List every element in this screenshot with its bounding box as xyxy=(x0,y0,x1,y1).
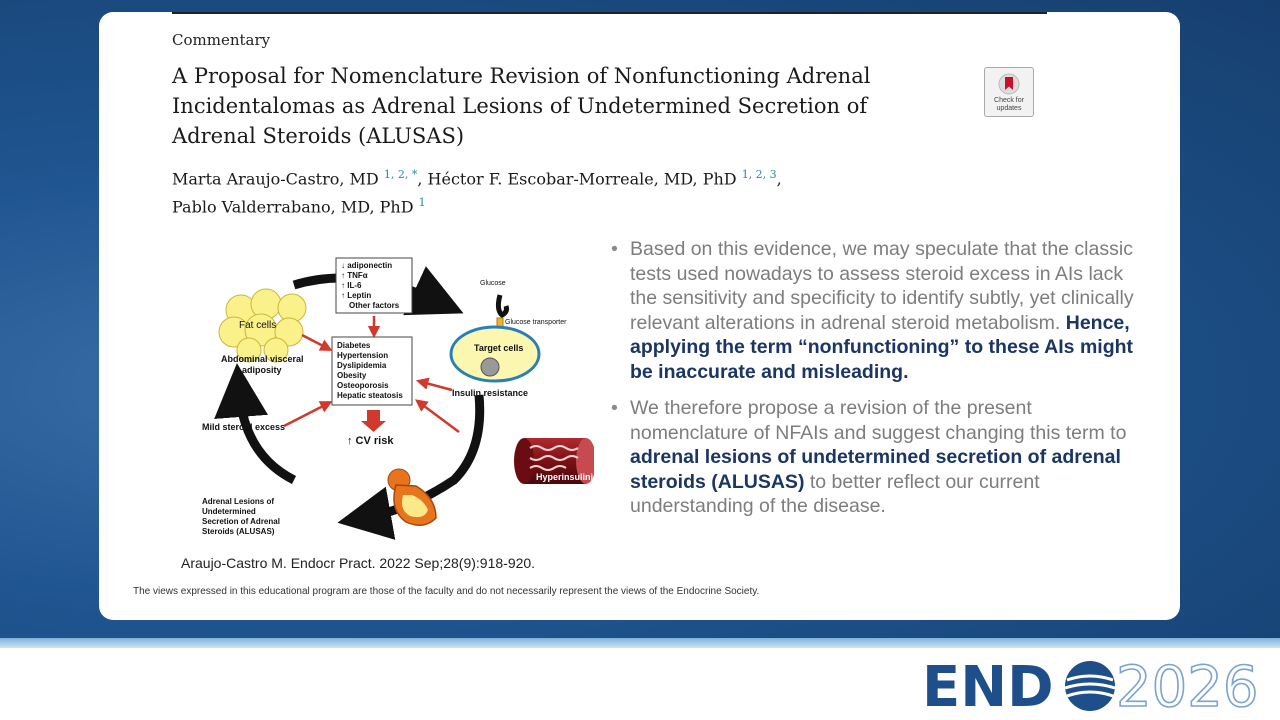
red-arrows xyxy=(283,316,460,434)
cell-nucleus xyxy=(480,357,500,377)
bullet-emphasis: Hence, applying the term “nonfunctioning… xyxy=(630,311,1134,383)
condition-item: Obesity xyxy=(337,371,367,380)
bullet-emphasis: adrenal lesions of undetermined secretio… xyxy=(630,446,1121,493)
factor-item: ↓ adiponectin xyxy=(341,261,392,270)
pathophysiology-diagram: ↓ adiponectin ↑ TNFα ↑ IL-6 ↑ Leptin Oth… xyxy=(202,257,594,540)
author-affiliation: 1 xyxy=(418,196,426,210)
citation: Araujo-Castro M. Endocr Pract. 2022 Sep;… xyxy=(181,555,536,571)
target-cell xyxy=(449,325,541,383)
article-type: Commentary xyxy=(172,31,271,49)
fat-cells-illustration xyxy=(218,288,307,363)
author-name: Marta Araujo-Castro, MD xyxy=(172,169,379,189)
svg-text:Adrenal Lesions of Undet: Adrenal Lesions of Undetermined Secretio… xyxy=(202,497,282,536)
author-separator: , xyxy=(776,169,782,189)
author-affiliation: 1, 2, 3 xyxy=(741,168,777,181)
condition-item: Osteoporosis xyxy=(337,381,389,390)
author-name: Pablo Valderrabano, MD, PhD xyxy=(172,197,414,217)
glucose-arrow xyxy=(495,294,509,318)
svg-text:Diabetes Hypertension: Diabetes Hypertension Dyslipidemia Obesi… xyxy=(337,341,403,400)
endo-2026-logo: END 2026 xyxy=(922,656,1259,714)
svg-text:↓ adiponectin ↑ TNFα: ↓ adiponectin ↑ TNFα ↑ IL-6 ↑ Leptin Oth… xyxy=(341,261,400,310)
bullet-text: to better reflect our current understand… xyxy=(630,470,1040,518)
factor-item: ↑ IL-6 xyxy=(341,281,362,290)
author-name: Héctor F. Escobar-Morreale, MD, PhD xyxy=(427,169,737,189)
bullet-list: • Based on this evidence, we may specula… xyxy=(611,237,1151,531)
bookmark-icon xyxy=(998,73,1020,95)
article-title: A Proposal for Nomenclature Revision of … xyxy=(172,64,871,148)
visceral-label: adiposity xyxy=(242,365,282,375)
background-stripe xyxy=(0,638,1280,648)
condition-item: Hepatic steatosis xyxy=(337,391,403,400)
bullet-text: We therefore propose a revision of the p… xyxy=(630,397,1127,444)
check-for-updates-badge[interactable]: Check for updates xyxy=(984,67,1034,117)
header-rule xyxy=(172,12,1047,14)
globe-icon xyxy=(1064,661,1116,711)
alusas-label: Adrenal Lesions of xyxy=(202,497,274,506)
alusas-label: Secretion of Adrenal xyxy=(202,517,280,526)
fat-cells-label: Fat cells xyxy=(239,320,276,331)
glucose-label: Glucose xyxy=(480,280,506,287)
hyperinsulinism-label: Hyperinsulinism xyxy=(536,472,594,482)
cv-risk-label: ↑ CV risk xyxy=(347,435,394,447)
author-affiliation: 1, 2, * xyxy=(383,168,418,181)
alusas-label: Steroids (ALUSAS) xyxy=(202,527,275,536)
condition-item: Dyslipidemia xyxy=(337,361,387,370)
bullet-text: Based on this evidence, we may speculate… xyxy=(630,238,1134,334)
factor-item: ↑ TNFα xyxy=(341,271,368,280)
logo-brand: END xyxy=(922,656,1054,714)
cv-risk-arrow-head xyxy=(361,421,386,432)
factor-item: Other factors xyxy=(349,301,400,310)
factors-box xyxy=(335,257,413,314)
insulin-resistance-label: Insulin resistance xyxy=(452,388,528,398)
logo-year: 2026 xyxy=(1116,656,1259,714)
badge-label: Check for xyxy=(994,97,1024,104)
cv-risk-arrow xyxy=(367,410,380,421)
adrenal-gland-illustration xyxy=(387,468,437,526)
bullet-item: • We therefore propose a revision of the… xyxy=(611,396,1151,519)
target-cells-label: Target cells xyxy=(474,343,523,353)
mild-steroid-label: Mild steroid excess xyxy=(202,422,285,432)
conditions-box xyxy=(331,336,413,406)
cycle-arrow xyxy=(337,394,485,540)
badge-label: updates xyxy=(996,105,1022,112)
bullet-marker: • xyxy=(611,238,618,260)
cycle-arrow xyxy=(214,363,297,485)
glucose-transporter-label: Glucose transporter xyxy=(505,319,567,326)
blood-vessel-illustration xyxy=(514,438,594,484)
bullet-item: • Based on this evidence, we may specula… xyxy=(611,237,1151,384)
visceral-label: Abdominal visceral xyxy=(221,354,304,364)
alusas-label: Undetermined xyxy=(202,507,256,516)
author-list: Marta Araujo-Castro, MD 1, 2, *, Héctor … xyxy=(172,163,892,220)
condition-item: Diabetes xyxy=(337,341,371,350)
slide-card: Commentary A Proposal for Nomenclature R… xyxy=(99,12,1180,620)
factor-item: ↑ Leptin xyxy=(341,291,371,300)
bullet-marker: • xyxy=(611,397,618,419)
condition-item: Hypertension xyxy=(337,351,388,360)
author-separator: , xyxy=(417,169,428,189)
disclaimer: The views expressed in this educational … xyxy=(133,586,760,597)
